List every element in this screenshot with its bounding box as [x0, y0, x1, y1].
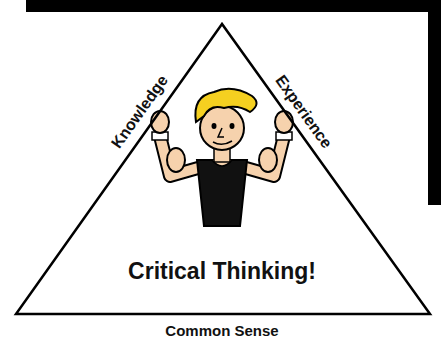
center-title: Critical Thinking! — [128, 259, 316, 284]
base-label: Common Sense — [165, 323, 278, 340]
top-bar — [26, 0, 441, 12]
right-bar — [428, 0, 441, 205]
